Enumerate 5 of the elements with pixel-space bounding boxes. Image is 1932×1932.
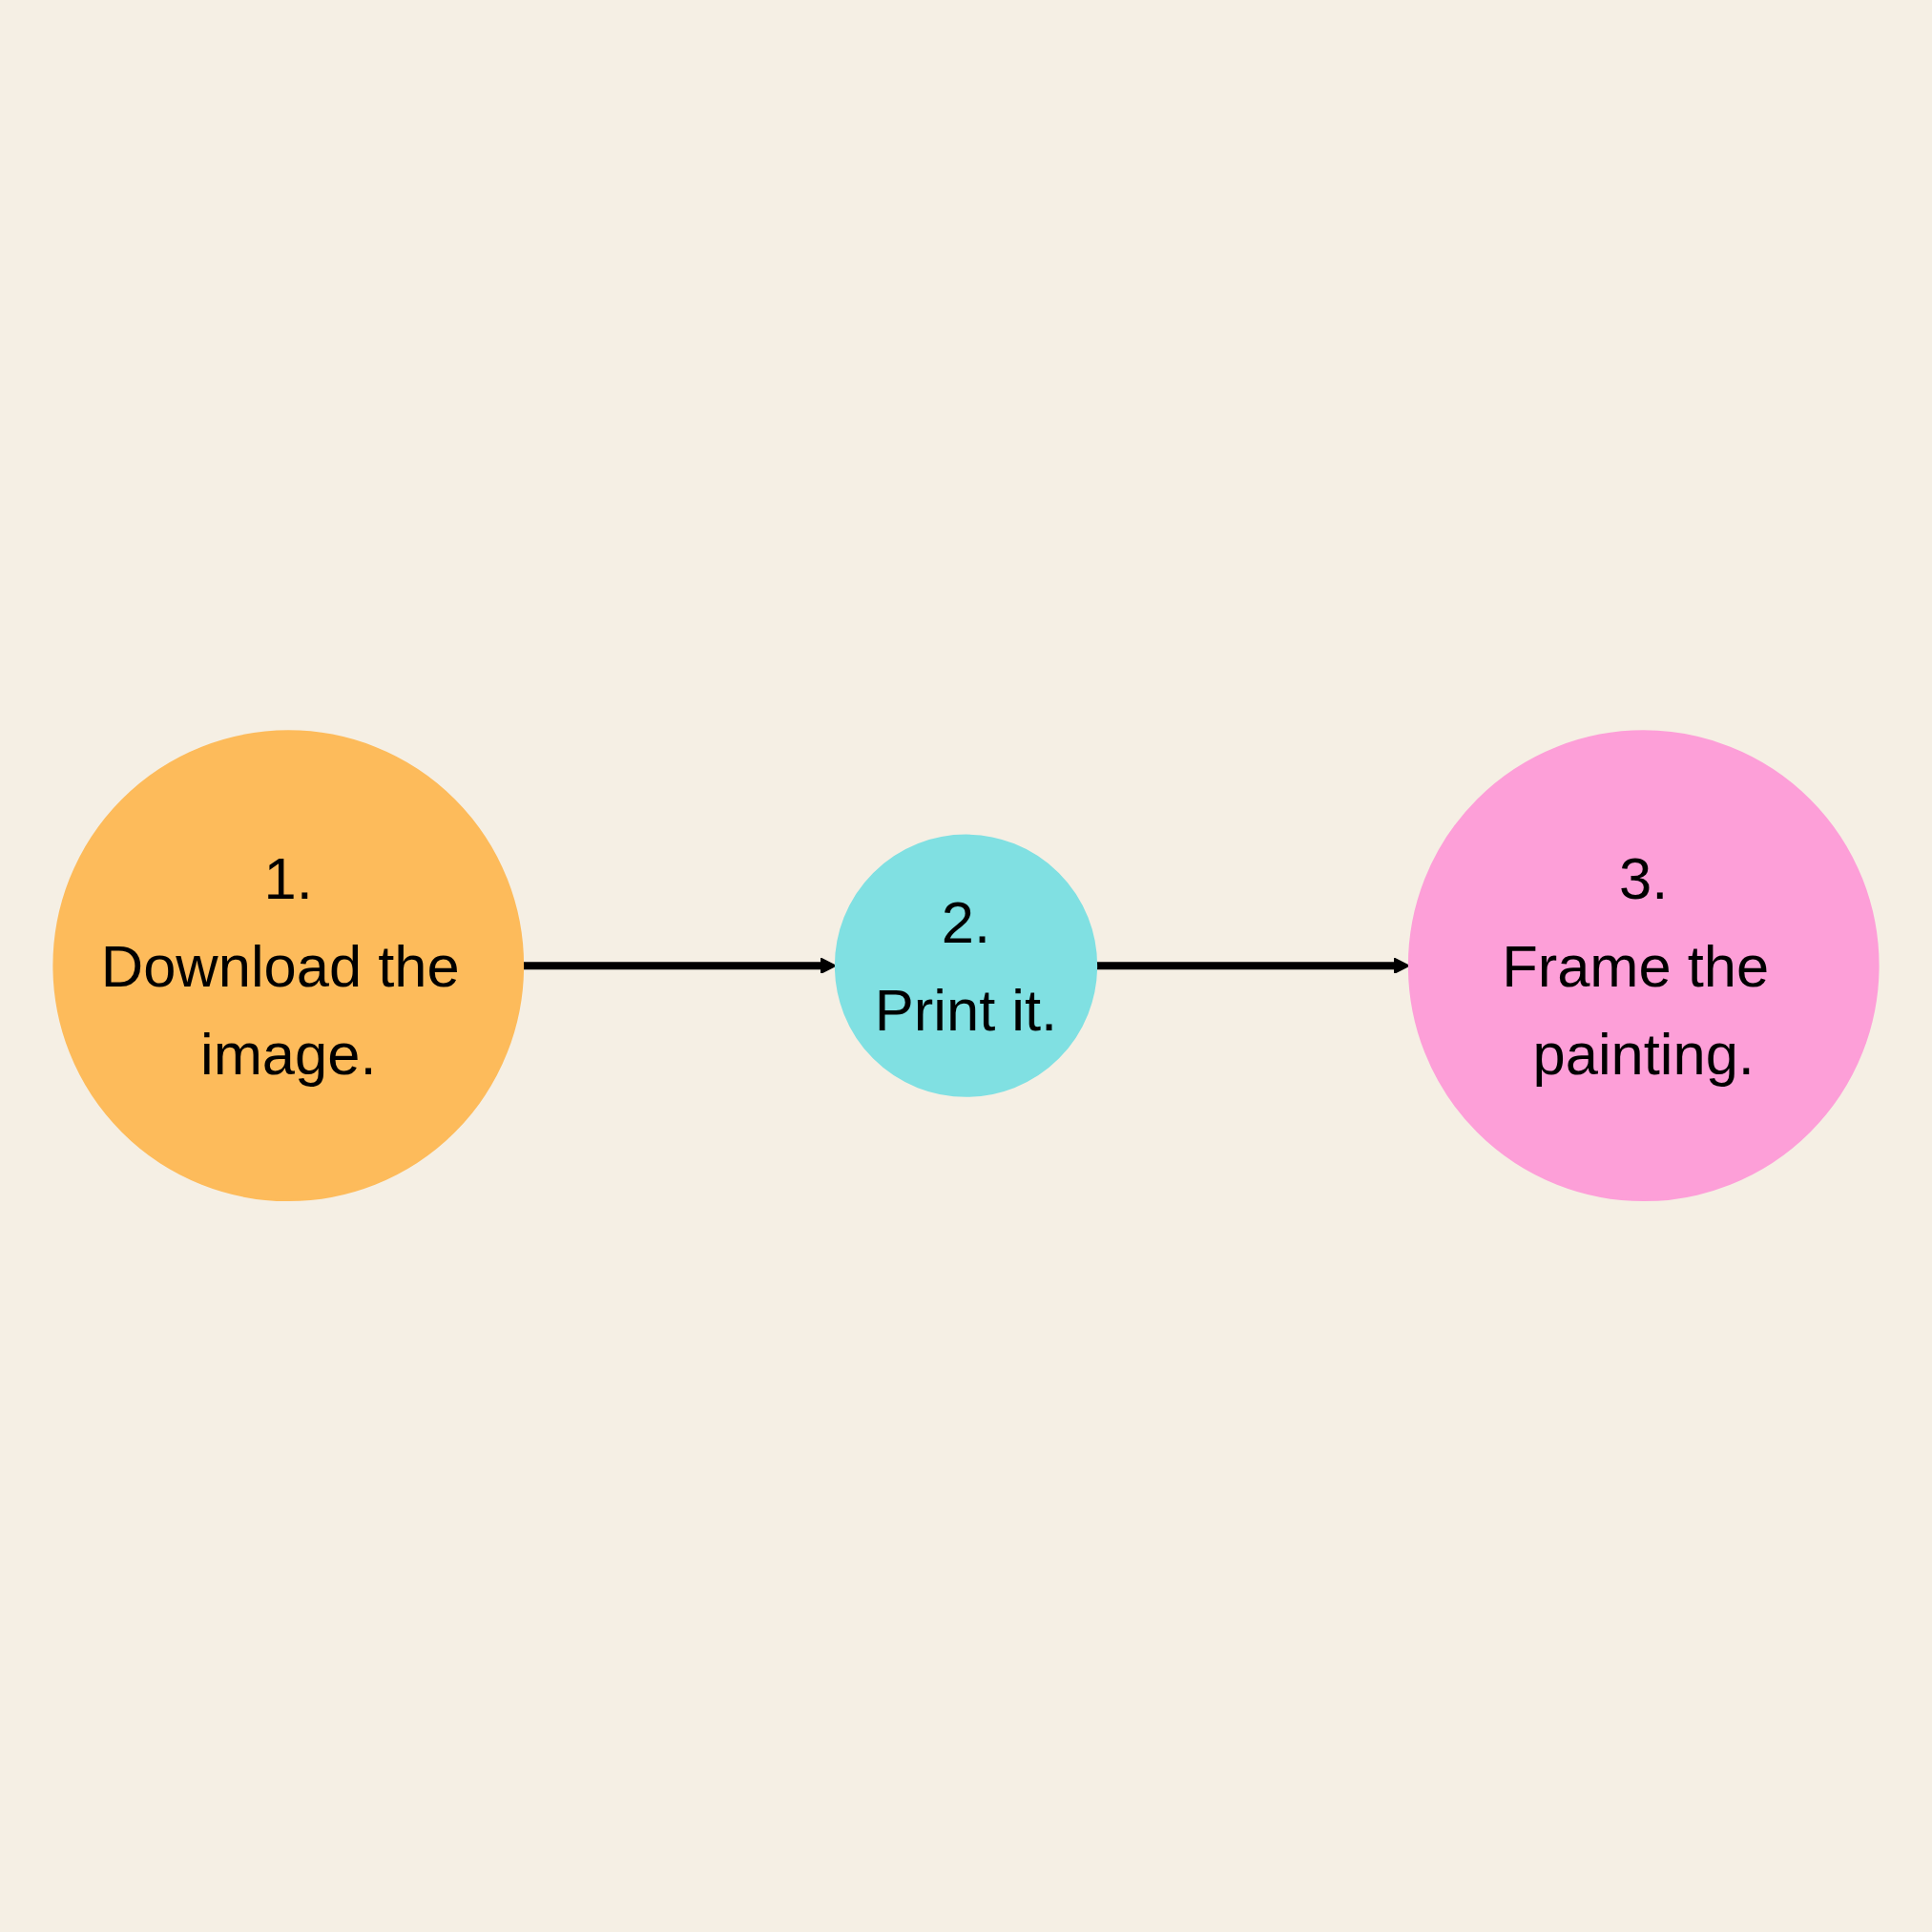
- arrow: [523, 957, 837, 975]
- node-circle: 2. Print it.: [834, 834, 1098, 1098]
- node-circle: 3. Frame the painting.: [1407, 730, 1880, 1202]
- node-circle: 1. Download the image.: [52, 730, 525, 1202]
- arrow: [1096, 957, 1410, 975]
